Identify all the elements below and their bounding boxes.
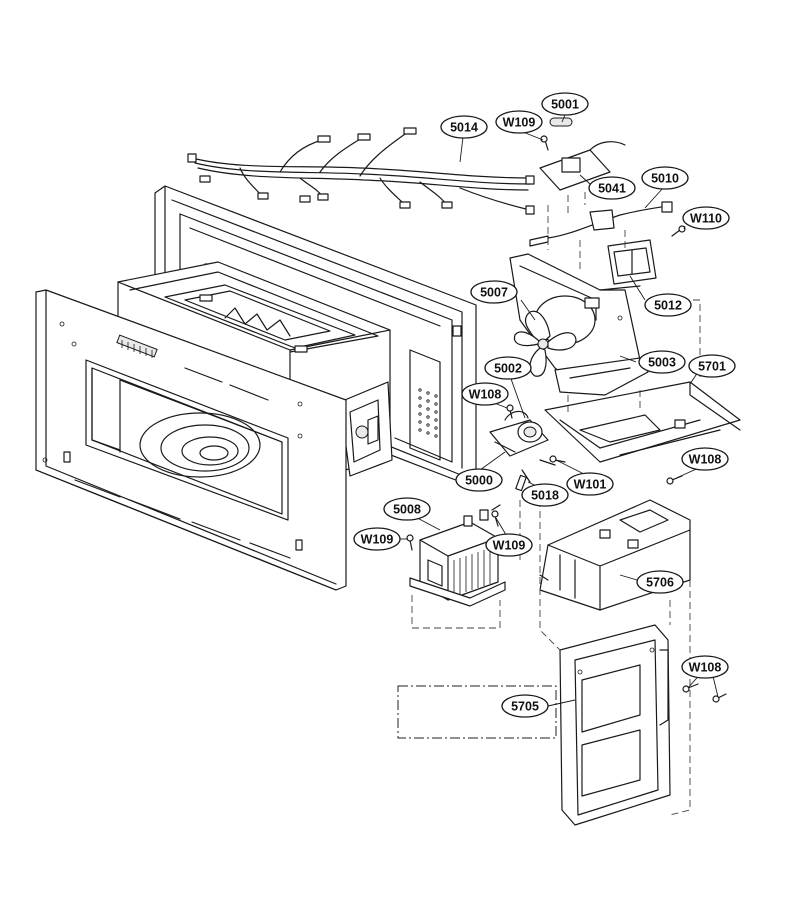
callout-label: 5014 (450, 121, 478, 135)
callout-label: 5701 (698, 360, 726, 374)
callout-5002: 5002 (484, 356, 532, 380)
callout-label: W109 (361, 533, 394, 547)
callout-5705: 5705 (501, 694, 549, 718)
screw-w109-left (406, 534, 414, 551)
base-tray-5706 (539, 499, 691, 611)
callout-w109-top: W109 (495, 110, 543, 134)
hv-capacitor (489, 410, 549, 457)
callout-5706: 5706 (636, 570, 684, 594)
callout-label: W110 (690, 212, 722, 226)
callout-label: 5010 (651, 172, 679, 186)
hv-transformer (409, 504, 506, 607)
noise-filter-board (539, 117, 626, 191)
callout-label: W109 (493, 539, 526, 553)
callout-label: 5001 (551, 98, 579, 112)
callout-label: 5041 (598, 182, 626, 196)
fan-motor-assembly (509, 253, 641, 381)
air-guide-5003 (554, 357, 649, 396)
callout-label: W108 (689, 661, 722, 675)
callout-label: 5003 (648, 356, 676, 370)
callout-w109-right: W109 (485, 533, 533, 557)
callout-5012: 5012 (644, 293, 692, 317)
screws-w108-bottom (682, 683, 727, 703)
callout-5014: 5014 (440, 115, 488, 139)
callout-5010: 5010 (641, 166, 689, 190)
base-plate-5701 (544, 381, 741, 463)
callout-5018: 5018 (521, 483, 569, 507)
callout-5701: 5701 (688, 354, 736, 378)
callout-w108-right: W108 (681, 447, 729, 471)
callout-w101: W101 (566, 472, 614, 496)
callout-5041: 5041 (588, 176, 636, 200)
callout-label: 5706 (646, 576, 674, 590)
callout-label: W109 (503, 116, 536, 130)
hv-diode (515, 459, 556, 492)
callout-label: 5018 (531, 489, 559, 503)
screw-w108-mid (506, 404, 514, 419)
callout-label: 5008 (393, 503, 421, 517)
callout-label: 5012 (654, 299, 682, 313)
screw-w108-right (666, 475, 683, 485)
callout-w109-left: W109 (353, 527, 401, 551)
back-panel-5705 (559, 624, 671, 826)
front-frame (35, 289, 347, 591)
callout-label: W108 (689, 453, 722, 467)
callout-label: 5705 (511, 700, 539, 714)
screw-w109-top (540, 135, 549, 151)
callout-w108-mid: W108 (461, 382, 509, 406)
callout-5000: 5000 (455, 468, 503, 492)
callout-5003: 5003 (638, 350, 686, 374)
callout-5001: 5001 (541, 92, 589, 116)
callout-label: 5002 (494, 362, 522, 376)
callout-5008: 5008 (383, 497, 431, 521)
callout-label: 5000 (465, 474, 493, 488)
screw-w109-right (491, 510, 499, 527)
wire-harness (187, 127, 535, 215)
callout-w108-bottom: W108 (681, 655, 729, 679)
callout-label: W108 (469, 388, 502, 402)
callout-w110: W110 (682, 206, 730, 230)
callout-label: 5007 (480, 286, 508, 300)
power-cord (529, 201, 673, 247)
screw-w110 (671, 225, 686, 237)
callout-label: W101 (574, 478, 607, 492)
motor-5012 (607, 239, 657, 285)
callout-5007: 5007 (470, 280, 518, 304)
phantom-outline (397, 685, 557, 739)
